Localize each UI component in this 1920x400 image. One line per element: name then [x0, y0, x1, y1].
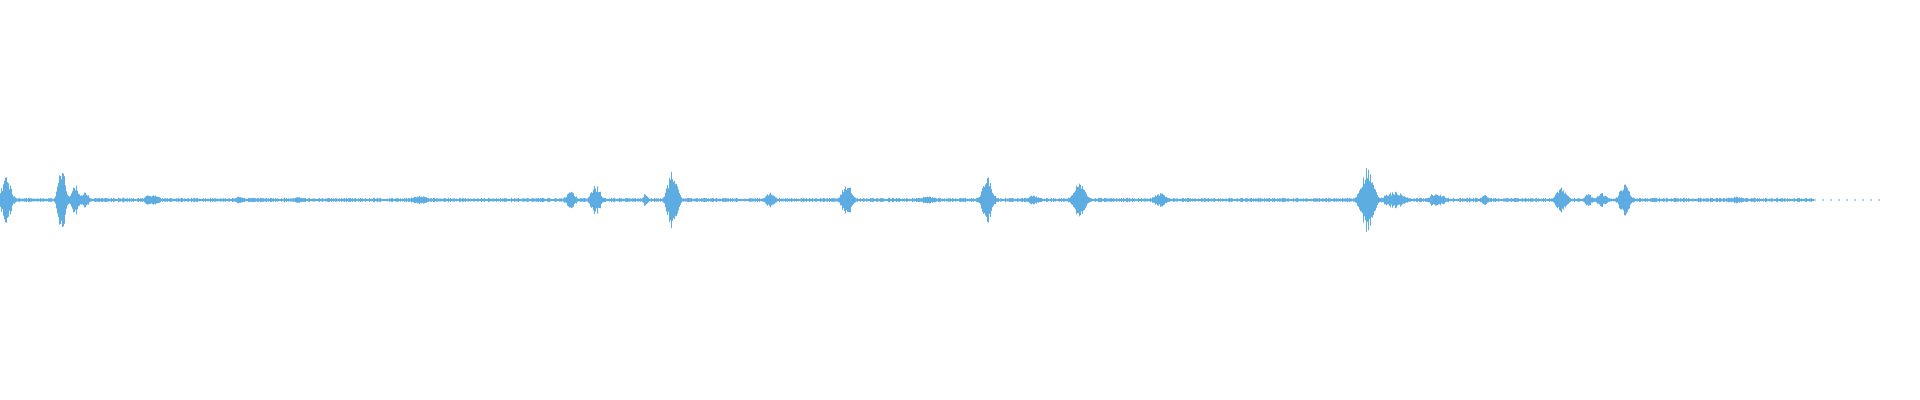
waveform-tail-dot [1838, 199, 1840, 201]
waveform-tail-dot [1854, 199, 1856, 201]
waveform-tail-dot [1862, 199, 1864, 201]
waveform-tail-dot [1830, 199, 1832, 201]
waveform-tail-dot [1846, 199, 1848, 201]
waveform-tail-dot [1878, 199, 1880, 201]
waveform-envelope [0, 168, 1814, 232]
waveform-tail-dot [1814, 199, 1816, 201]
waveform-tail-dot [1870, 199, 1872, 201]
waveform-tail-dot [1822, 199, 1824, 201]
